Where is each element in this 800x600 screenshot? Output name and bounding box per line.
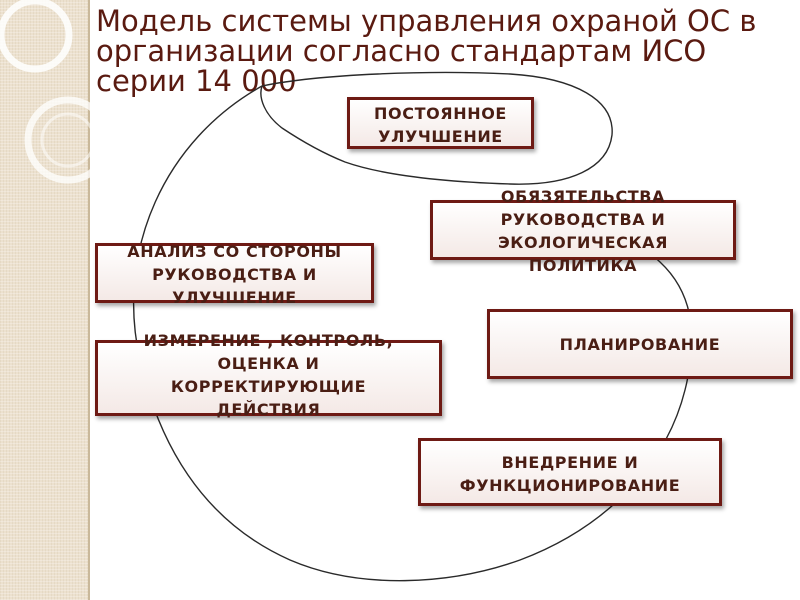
planning-label: ПЛАНИРОВАНИЕ — [559, 335, 721, 354]
decorative-circles — [0, 0, 90, 184]
planning-box: ПЛАНИРОВАНИЕ — [487, 309, 793, 379]
continual-improvement-label: ПОСТОЯННОЕ УЛУЧШЕНИЕ — [374, 104, 507, 146]
implementation-box: ВНЕДРЕНИЕ И ФУНКЦИОНИРОВАНИЕ — [418, 438, 722, 506]
commitment-policy-label: ОБЯЗЯТЕЛЬСТВА РУКОВОДСТВА И ЭКОЛОГИЧЕСКА… — [497, 187, 669, 275]
page-title: Модель системы управления охраной ОС в о… — [96, 4, 757, 98]
management-review-label: АНАЛИЗ СО СТОРОНЫ РУКОВОДСТВА И УЛУЧШЕНИ… — [127, 242, 342, 307]
management-review-box: АНАЛИЗ СО СТОРОНЫ РУКОВОДСТВА И УЛУЧШЕНИ… — [95, 242, 374, 307]
side-band-divider — [88, 0, 90, 600]
checking-corrective-box: ИЗМЕРЕНИЕ , КОНТРОЛЬ, ОЦЕНКА И КОРРЕКТИР… — [95, 331, 442, 419]
implementation-label: ВНЕДРЕНИЕ И ФУНКЦИОНИРОВАНИЕ — [459, 453, 681, 495]
continual-improvement-box: ПОСТОЯННОЕ УЛУЧШЕНИЕ — [347, 97, 534, 149]
checking-corrective-label: ИЗМЕРЕНИЕ , КОНТРОЛЬ, ОЦЕНКА И КОРРЕКТИР… — [143, 331, 394, 419]
improvement-spiral-loop — [260, 71, 613, 185]
commitment-policy-box: ОБЯЗЯТЕЛЬСТВА РУКОВОДСТВА И ЭКОЛОГИЧЕСКА… — [430, 187, 736, 275]
